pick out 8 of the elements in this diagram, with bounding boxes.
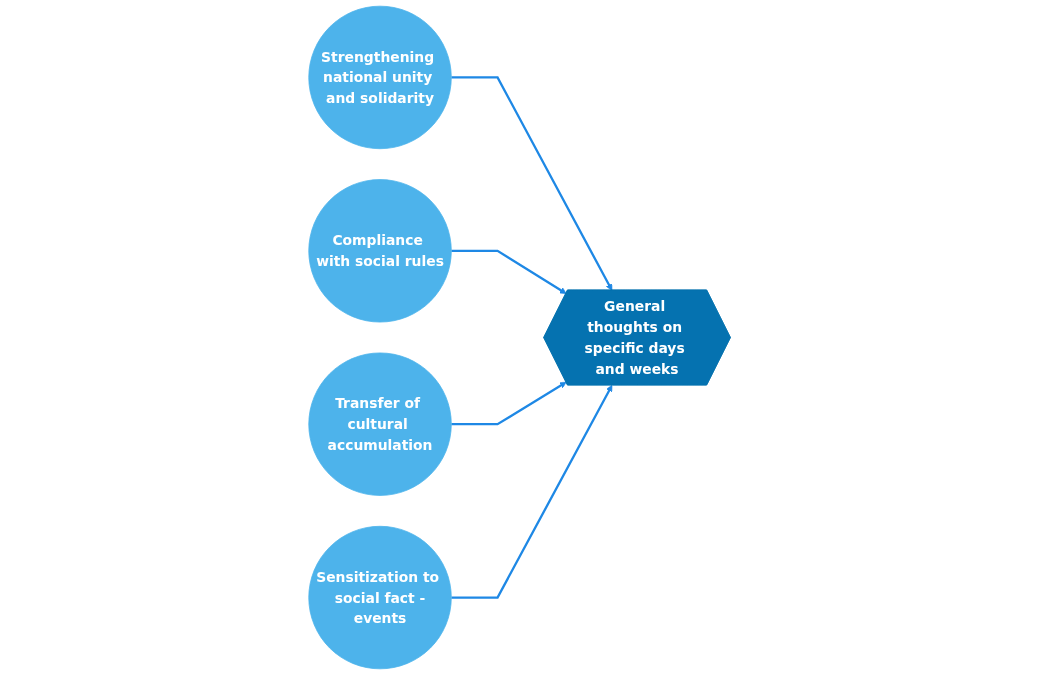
- arrow: [451, 381, 568, 426]
- node-circle: Strengthening national unity and solidarity: [308, 5, 453, 150]
- arrow: [451, 76, 613, 291]
- node-circle: Transfer of cultural accumulation: [308, 352, 453, 496]
- node-circle: Compliance with social rules: [308, 179, 453, 323]
- arrow: [451, 384, 613, 599]
- node-circle: Sensitization to social fact -events: [308, 525, 453, 670]
- arrow: [451, 249, 568, 294]
